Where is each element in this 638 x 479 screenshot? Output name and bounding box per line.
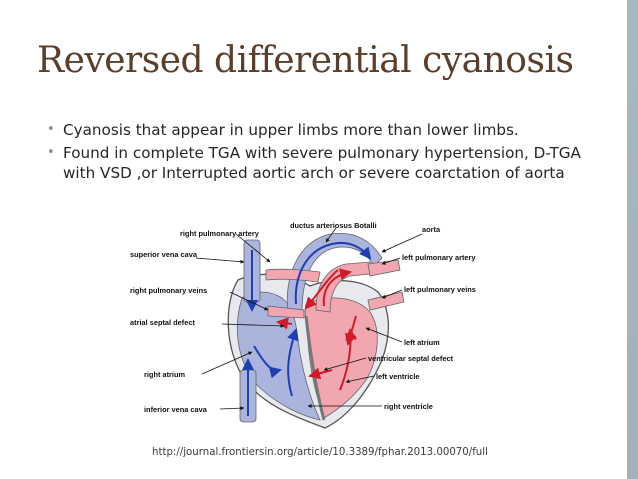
label-atrial-septal-defect: atrial septal defect (130, 318, 195, 327)
bullet-item: • Found in complete TGA with severe pulm… (47, 143, 607, 183)
label-aorta: aorta (422, 225, 441, 234)
bullet-dot-icon: • (47, 145, 55, 160)
bullet-text: Found in complete TGA with severe pulmon… (63, 144, 581, 182)
left-pulmonary-artery-vessel (367, 259, 401, 277)
flow-arrow-aorta (294, 242, 372, 305)
bullet-dot-icon: • (47, 122, 55, 137)
label-left-pulmonary-veins: left pulmonary veins (404, 285, 476, 294)
flow-arrow-lv (339, 328, 358, 391)
aorta-vessel (286, 232, 383, 313)
flow-arrow-vsd (308, 367, 333, 380)
bullet-text: Cyanosis that appear in upper limbs more… (63, 121, 519, 139)
label-right-pulmonary-artery: right pulmonary artery (180, 229, 260, 238)
label-inferior-vena-cava: inferior vena cava (144, 405, 208, 414)
bullet-list: • Cyanosis that appear in upper limbs mo… (47, 120, 607, 186)
label-superior-vena-cava: superior vena cava (130, 250, 198, 259)
flow-arrow-pulmonary (322, 268, 352, 307)
label-left-atrium: left atrium (404, 338, 440, 347)
label-right-ventricle: right ventricle (384, 402, 433, 411)
heart-diagram: right pulmonary artery ductus arteriosus… (120, 220, 540, 445)
slide-accent-bar (627, 0, 638, 479)
flow-arrow-asd (276, 317, 293, 330)
flow-arrow-right-atrium (253, 345, 282, 379)
label-right-pulmonary-veins: right pulmonary veins (130, 286, 207, 295)
heart-diagram-svg: right pulmonary artery ductus arteriosus… (130, 221, 476, 429)
bullet-item: • Cyanosis that appear in upper limbs mo… (47, 120, 607, 140)
source-url: http://journal.frontiersin.org/article/1… (152, 447, 488, 458)
leader-lines (195, 227, 423, 411)
label-right-atrium: right atrium (144, 370, 185, 379)
label-left-pulmonary-artery: left pulmonary artery (402, 253, 476, 262)
slide-title: Reversed differential cyanosis (37, 40, 574, 81)
label-ventricular-septal-defect: ventricular septal defect (368, 354, 454, 363)
right-pulmonary-veins-vessel (267, 305, 305, 319)
flow-arrow-rv (287, 328, 299, 397)
label-ductus-arteriosus: ductus arteriosus Botalli (290, 221, 377, 230)
label-left-ventricle: left ventricle (376, 372, 420, 381)
flow-arrow-ductus (304, 269, 339, 310)
